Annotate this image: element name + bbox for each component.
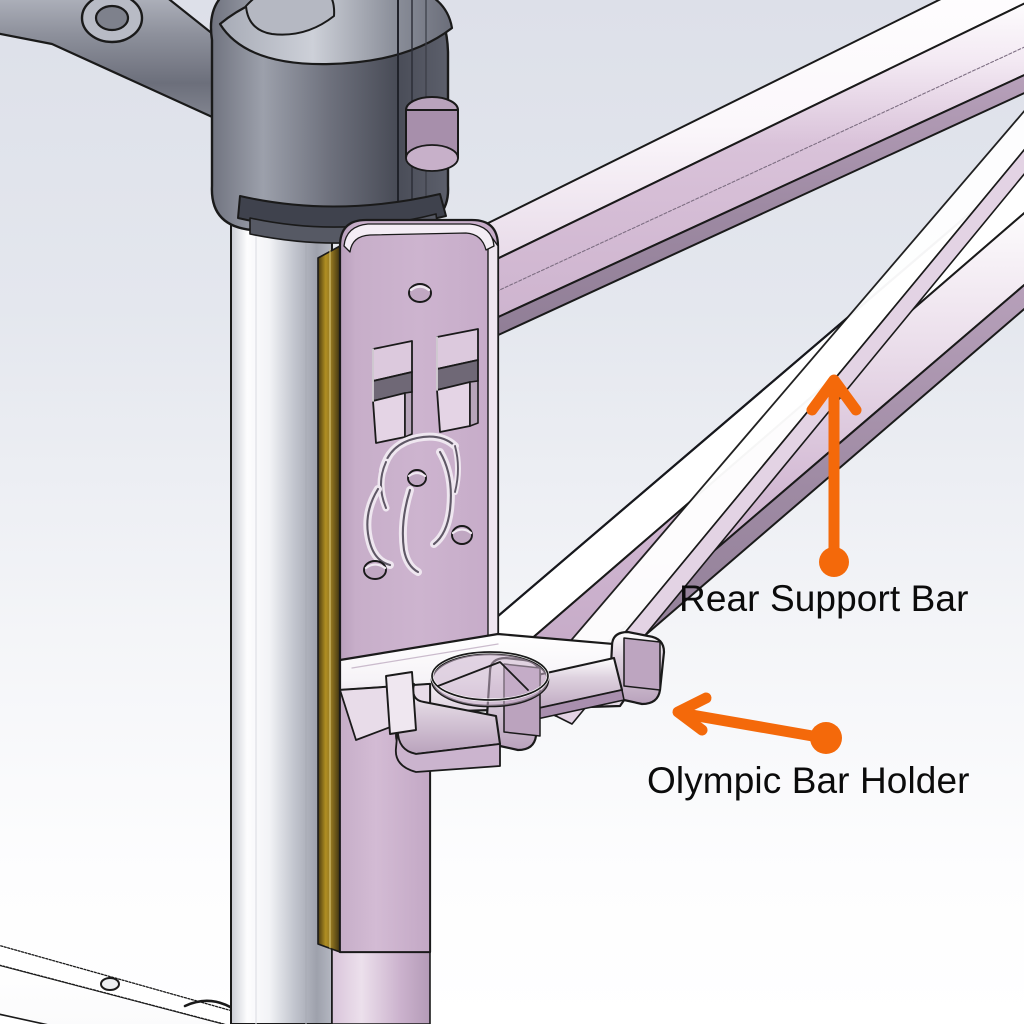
- annotation-label-rear-support-bar: Rear Support Bar: [679, 578, 969, 619]
- plate-center-hole: [407, 469, 427, 487]
- annotation-label-olympic-bar-holder: Olympic Bar Holder: [647, 760, 970, 801]
- part-upper-cross-bar: [469, 0, 1024, 349]
- arrow-olympic-bar-holder[interactable]: [672, 692, 842, 754]
- plate-lower-hole: [363, 560, 387, 580]
- bar-holder-cradle: [430, 650, 550, 708]
- plate-top-hole: [408, 283, 432, 303]
- plate-slot-left: [372, 340, 413, 444]
- part-base-bar: [0, 944, 282, 1024]
- plate-right-hole: [451, 525, 473, 545]
- part-mounting-bracket-plate: [317, 218, 662, 954]
- part-olympic-bar-holder: [385, 630, 666, 773]
- arrow-rear-support-bar[interactable]: [806, 374, 862, 577]
- plate-slot-right: [436, 328, 479, 433]
- part-vertical-column: [230, 205, 431, 1024]
- plate-logo-cutout: [363, 432, 461, 576]
- part-pivot-joint-assembly: [0, 0, 459, 244]
